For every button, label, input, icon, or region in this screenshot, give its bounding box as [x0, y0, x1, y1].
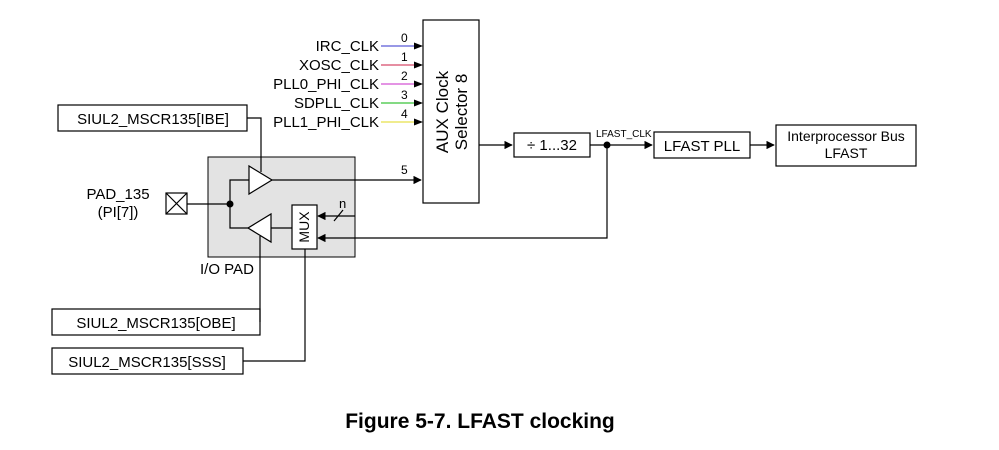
mux-box: [291, 204, 318, 250]
clock-input-index: 1: [401, 50, 408, 64]
output-buffer-to-node-wire: [229, 204, 248, 229]
io-pad-region: [207, 156, 356, 258]
clock-input-index: 4: [401, 107, 408, 121]
ibe-wire: [247, 117, 262, 172]
clock-input-label: PLL1_PHI_CLK: [273, 114, 379, 131]
clock-input-label: IRC_CLK: [316, 38, 379, 55]
io-pad-label: I/O PAD: [200, 261, 254, 278]
obe-box: [51, 308, 261, 336]
divider-box: [513, 132, 591, 158]
aux-selector-line2: Selector 8: [452, 74, 471, 151]
clock-input-arrowhead: [414, 80, 423, 88]
pad-node-junction: [226, 200, 234, 208]
ibe-box: [57, 104, 248, 132]
sss-wire: [243, 249, 306, 362]
lfast-feedback-wire: [317, 145, 608, 243]
interprocessor-line2: LFAST: [825, 145, 868, 161]
node-to-input-buffer-wire: [229, 179, 249, 204]
sss-label: SIUL2_MSCR135[SSS]: [68, 354, 226, 371]
pad-name-line2: (PI[7]): [98, 204, 139, 221]
clock-input-index: 2: [401, 69, 408, 83]
aux-selector-line1: AUX Clock: [433, 70, 452, 153]
pad-symbol-cross-2: [165, 192, 188, 215]
mux-label: MUX: [296, 211, 312, 243]
pad-name-line1: PAD_135: [86, 186, 149, 203]
clock-input-index: 3: [401, 88, 408, 102]
aux-clock-selector-box: [422, 19, 480, 204]
clock-input-arrowhead: [414, 118, 423, 126]
interprocessor-bus-box: [775, 124, 917, 167]
sss-box: [51, 347, 244, 375]
clock-input-label: PLL0_PHI_CLK: [273, 76, 379, 93]
interprocessor-line1: Interprocessor Bus: [787, 128, 905, 144]
clock-input-label: SDPLL_CLK: [294, 95, 379, 112]
lfast-pll-label: LFAST PLL: [664, 138, 740, 155]
mux-bus-width: n: [339, 196, 346, 211]
mux-bus-slash: [333, 209, 344, 222]
clock-input-arrowhead: [414, 61, 423, 69]
clock-input-label: XOSC_CLK: [299, 57, 379, 74]
pad-input-index: 5: [401, 163, 408, 177]
obe-label: SIUL2_MSCR135[OBE]: [76, 315, 235, 332]
clock-input-arrowhead: [414, 99, 423, 107]
clock-input-index: 0: [401, 31, 408, 45]
figure-caption: Figure 5-7. LFAST clocking: [345, 410, 615, 433]
lfast-clk-label: LFAST_CLK: [596, 129, 652, 140]
ibe-label: SIUL2_MSCR135[IBE]: [77, 111, 229, 128]
divider-label: ÷ 1...32: [527, 137, 577, 154]
clock-input-arrowhead: [414, 42, 423, 50]
